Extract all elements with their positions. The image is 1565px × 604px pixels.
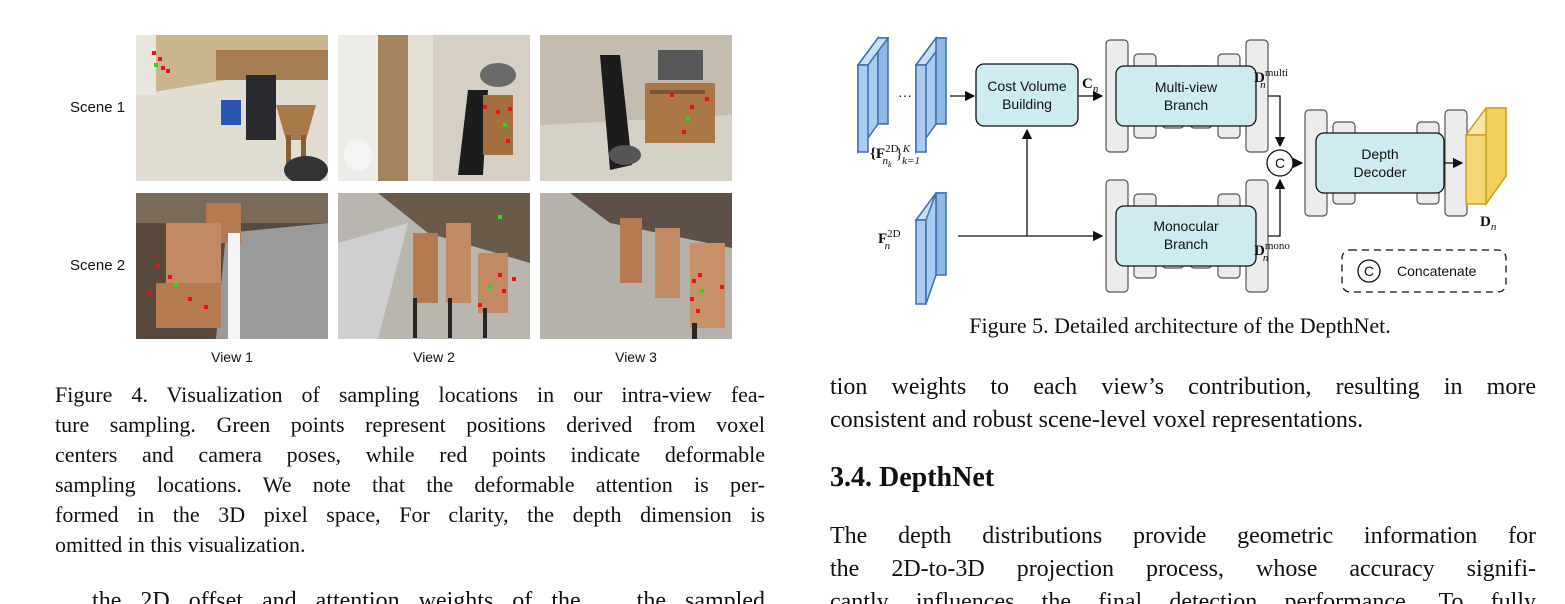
- cost-volume-block: Cost Volume Building: [975, 63, 1079, 127]
- concatenate-legend: C Concatenate: [1341, 249, 1507, 293]
- monocular-label-2: Branch: [1164, 236, 1208, 252]
- body-line: The depth distributions provide geometri…: [830, 523, 1536, 549]
- figure-4-caption: Figure 4. Visualization of sampling loca…: [55, 380, 765, 560]
- scene1-view1-image: [136, 35, 328, 181]
- figure-5-caption: Figure 5. Detailed architecture of the D…: [969, 313, 1391, 338]
- math-sub: n: [1093, 83, 1099, 95]
- scene1-view2-image: [338, 35, 530, 181]
- view-label-1: View 1: [211, 349, 253, 365]
- body-line: ... the 2D offset and attention weights …: [55, 588, 765, 604]
- depth-decoder-label-2: Decoder: [1354, 164, 1407, 180]
- depth-decoder: Depth Decoder: [1304, 109, 1468, 217]
- math-sub: n: [1263, 252, 1269, 264]
- output-depth-map: [1464, 107, 1508, 207]
- math-sub: n: [1260, 79, 1266, 91]
- math-d-mono: D: [1254, 243, 1265, 259]
- scene2-view1-image: [136, 193, 328, 339]
- math-sub: n: [1491, 221, 1497, 233]
- math-f2d-set: {F: [870, 146, 885, 162]
- multi-view-branch: Multi-view Branch: [1105, 39, 1269, 153]
- scene1-view3-image: [540, 35, 732, 181]
- input-feature-map-1: [856, 35, 890, 155]
- math-sup: 2D: [885, 143, 899, 155]
- math-brace: }: [896, 146, 903, 162]
- cut-off-body-line: ... the 2D offset and attention weights …: [55, 585, 765, 604]
- depth-decoder-label-1: Depth: [1361, 146, 1398, 162]
- math-K: K: [902, 143, 911, 155]
- svg-text:Cn: Cn: [1082, 76, 1099, 95]
- scene2-view3-image: [540, 193, 732, 339]
- math-sup: mono: [1265, 240, 1291, 252]
- math-c-n: C: [1082, 76, 1093, 92]
- scene-label-2: Scene 2: [70, 257, 126, 274]
- math-sub2: k: [888, 160, 892, 169]
- math-sub: n: [885, 240, 891, 252]
- input-feature-map-n: [914, 192, 948, 305]
- caption-line: formed in the 3D pixel space, For clarit…: [55, 502, 765, 527]
- multi-view-label-2: Branch: [1164, 97, 1208, 113]
- cost-volume-label-2: Building: [1002, 96, 1052, 112]
- caption-line: omitted in this visualization.: [55, 532, 306, 557]
- math-f2d-n: F: [878, 231, 887, 247]
- scene2-view2-image: [338, 193, 530, 339]
- math-k: k=1: [902, 155, 920, 167]
- concat-symbol: C: [1275, 155, 1285, 171]
- caption-line: centers and camera poses, while red poin…: [55, 442, 765, 467]
- view-label-3: View 3: [615, 349, 657, 365]
- view-label-2: View 2: [413, 349, 455, 365]
- math-d-multi: D: [1254, 70, 1265, 86]
- paragraph-1: tion weights to each view’s contribution…: [830, 371, 1536, 437]
- multi-view-label-1: Multi-view: [1155, 79, 1218, 95]
- scene-label-1: Scene 1: [70, 99, 126, 116]
- caption-line: sampling locations. We note that the def…: [55, 472, 765, 497]
- legend-concat-symbol: C: [1364, 263, 1374, 279]
- monocular-branch: Monocular Branch: [1105, 179, 1269, 293]
- body-line: consistent and robust scene-level voxel …: [830, 407, 1364, 433]
- paragraph-2: The depth distributions provide geometri…: [830, 520, 1536, 604]
- body-line: tion weights to each view’s contribution…: [830, 374, 1536, 400]
- caption-line: ture sampling. Green points represent po…: [55, 412, 765, 437]
- math-d-n: D: [1480, 214, 1491, 230]
- concat-icon: C: [1266, 149, 1294, 177]
- monocular-label-1: Monocular: [1153, 218, 1219, 234]
- math-sup: multi: [1265, 67, 1288, 79]
- cost-volume-label-1: Cost Volume: [987, 78, 1067, 94]
- caption-line: Figure 4. Visualization of sampling loca…: [55, 382, 765, 407]
- input-feature-map-2: [914, 35, 948, 155]
- ellipsis: ···: [898, 87, 912, 103]
- math-sup: 2D: [887, 228, 901, 240]
- section-heading: 3.4. DepthNet: [830, 462, 995, 493]
- svg-text:Dn: Dn: [1480, 214, 1497, 233]
- body-line: the 2D-to-3D projection process, whose a…: [830, 556, 1536, 582]
- body-line: cantly influences the final detection pe…: [830, 589, 1536, 604]
- math-sub: n: [883, 155, 889, 167]
- legend-text: Concatenate: [1397, 263, 1477, 279]
